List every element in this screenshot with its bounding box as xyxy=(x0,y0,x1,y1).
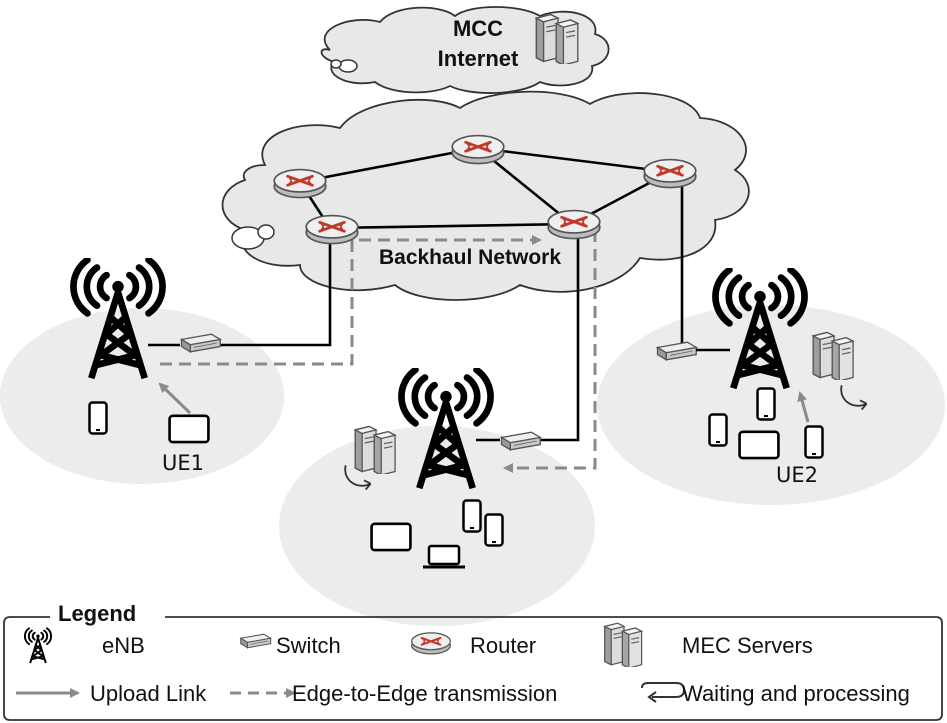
legend-label-mec: MEC Servers xyxy=(682,633,813,658)
mec-server-icon xyxy=(812,331,854,380)
legend-label-router: Router xyxy=(470,633,536,658)
legend-label-edge: Edge-to-Edge transmission xyxy=(292,681,557,706)
backhaul-label: Backhaul Network xyxy=(379,246,561,269)
phone-icon xyxy=(462,499,482,533)
router-icon xyxy=(304,214,360,245)
router-icon xyxy=(546,209,602,240)
legend-label-upload: Upload Link xyxy=(90,681,207,706)
internet-label: Internet xyxy=(438,46,519,71)
tower-switch-links xyxy=(148,343,730,442)
tablet-icon xyxy=(738,430,780,460)
legend: Legend eNB Switch Router MEC Servers Upl… xyxy=(3,601,943,721)
legend-title: Legend xyxy=(58,601,136,626)
laptop-icon xyxy=(422,544,466,569)
phone-icon xyxy=(804,425,824,459)
phone-icon xyxy=(484,513,504,547)
mec-server-icon xyxy=(354,425,396,474)
server-icon xyxy=(604,622,643,667)
mcc-server-icon xyxy=(535,13,579,64)
phone-icon xyxy=(708,413,728,447)
ue2-label: UE2 xyxy=(776,463,818,487)
loop-arrow-icon xyxy=(641,682,686,703)
legend-label-switch: Switch xyxy=(276,633,341,658)
router-icon xyxy=(410,631,452,656)
tablet-icon xyxy=(370,522,412,552)
backhaul-cloud xyxy=(221,90,750,301)
ue1-label: UE1 xyxy=(162,451,204,475)
router-icon xyxy=(450,134,506,165)
switch-icon xyxy=(500,431,541,451)
legend-label-enb: eNB xyxy=(102,633,145,658)
mcc-cloud-bubbles xyxy=(330,59,358,73)
tower-icon xyxy=(24,627,52,665)
backhaul-cloud-bubbles xyxy=(231,224,275,250)
tablet-icon xyxy=(168,414,210,444)
switch-icon xyxy=(240,633,272,649)
router-icon xyxy=(272,168,328,199)
upload-links xyxy=(158,382,810,423)
edge-to-edge-path xyxy=(160,230,597,473)
mcc-label: MCC xyxy=(453,16,503,41)
legend-label-waiting: Waiting and processing xyxy=(682,681,910,706)
phone-icon xyxy=(88,401,108,435)
phone-icon xyxy=(756,387,776,421)
router-icon xyxy=(642,158,698,189)
